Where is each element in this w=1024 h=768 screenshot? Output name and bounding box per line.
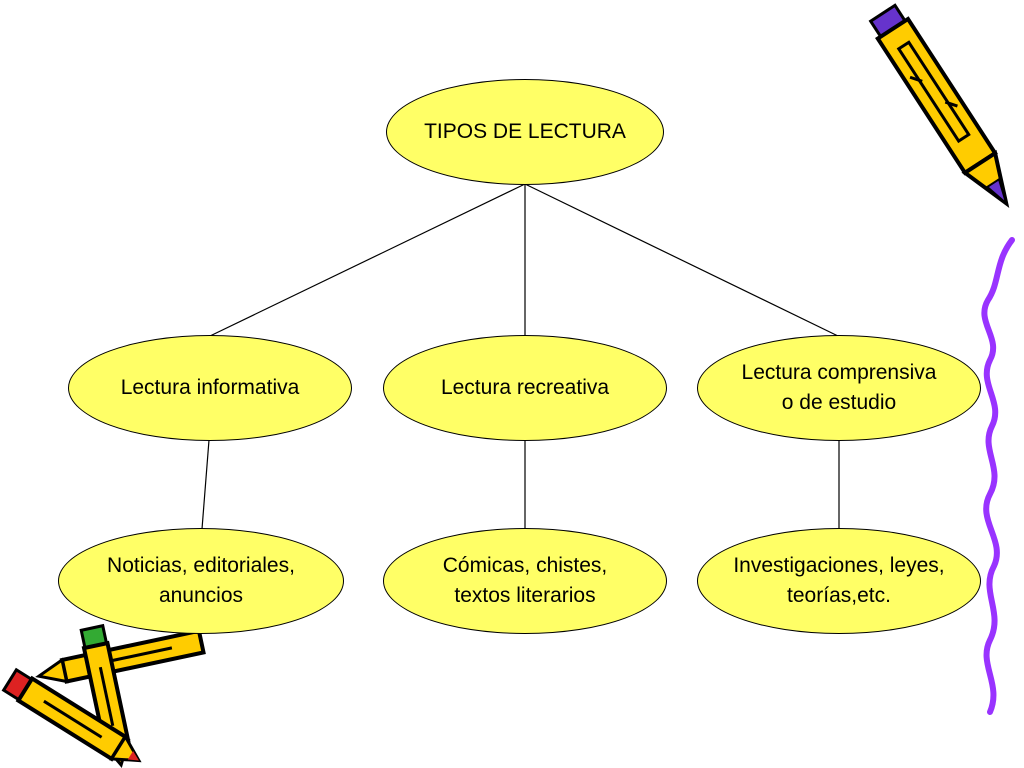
- pencils-icon: [1, 623, 206, 768]
- node-noticias: Noticias, editoriales, anuncios: [58, 528, 344, 634]
- node-lectura-informativa: Lectura informativa: [68, 335, 352, 441]
- node-lectura-comprensiva: Lectura comprensiva o de estudio: [697, 335, 981, 441]
- node-lectura-recreativa: Lectura recreativa: [383, 335, 667, 441]
- node-lectura-comprensiva-label: Lectura comprensiva o de estudio: [741, 361, 937, 414]
- node-lectura-informativa-label: Lectura informativa: [120, 376, 300, 399]
- node-lectura-recreativa-label: Lectura recreativa: [440, 376, 610, 399]
- node-tipos-de-lectura-label: TIPOS DE LECTURA: [424, 120, 626, 143]
- connector-root-informativa: [209, 183, 526, 337]
- node-comicas: Cómicas, chistes, textos literarios: [383, 528, 667, 634]
- connector-informativa-noticias: [201, 439, 210, 530]
- pencil-icon: [868, 3, 1010, 208]
- node-tipos-de-lectura: TIPOS DE LECTURA: [386, 79, 664, 185]
- connector-root-comprensiva: [524, 183, 839, 337]
- node-investigaciones-label: Investigaciones, leyes, teorías,etc.: [733, 554, 945, 607]
- node-comicas-label: Cómicas, chistes, textos literarios: [442, 554, 608, 607]
- node-noticias-label: Noticias, editoriales, anuncios: [107, 554, 295, 607]
- node-investigaciones: Investigaciones, leyes, teorías,etc.: [697, 528, 981, 634]
- connectors: [201, 183, 840, 530]
- wavy-margin-line: [981, 237, 1015, 715]
